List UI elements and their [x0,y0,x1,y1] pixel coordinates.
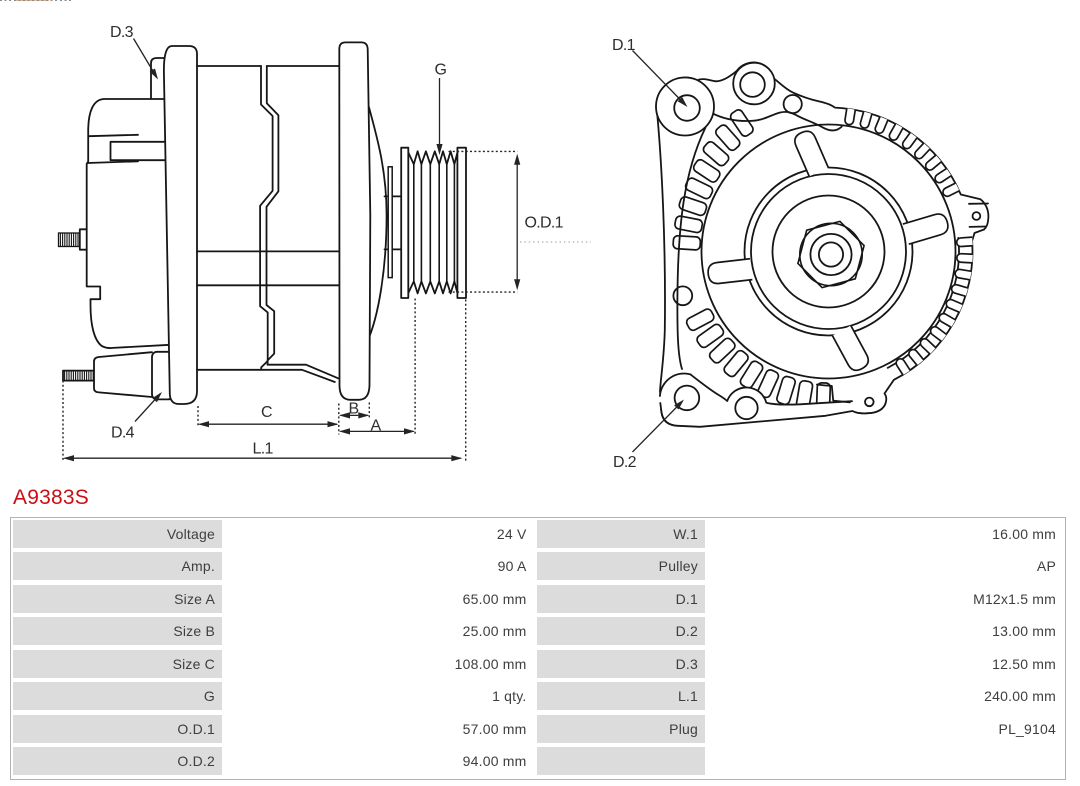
svg-text:G: G [435,62,447,79]
svg-text:A: A [371,418,382,435]
svg-text:L.1: L.1 [253,441,274,458]
svg-text:D.1: D.1 [612,37,636,54]
svg-text:O.D.1: O.D.1 [525,215,564,232]
svg-text:C: C [261,404,272,421]
svg-text:B: B [349,401,359,418]
svg-text:D.2: D.2 [613,454,637,471]
svg-text:D.4: D.4 [111,425,135,442]
svg-text:D.3: D.3 [110,24,134,41]
